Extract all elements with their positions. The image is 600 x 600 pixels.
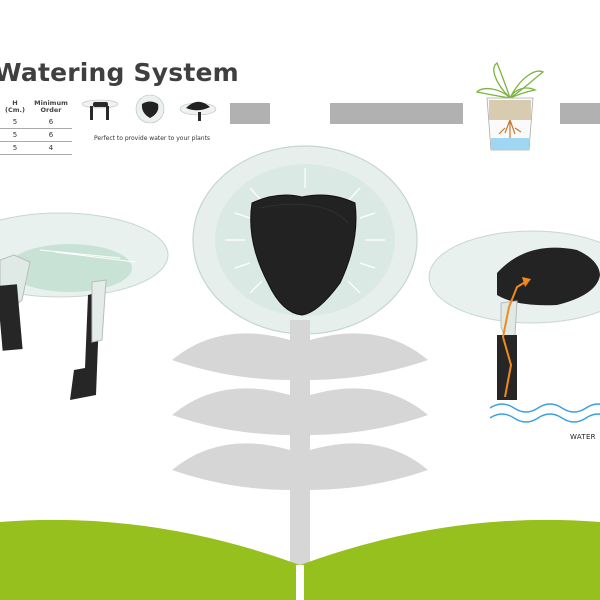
- cell-height: 5: [0, 128, 30, 142]
- cell-minimum-order: 6: [30, 128, 72, 142]
- column-header-height: H (Cm.): [5, 99, 25, 114]
- spec-table-header: H (Cm.) Minimum Order: [0, 100, 72, 116]
- disc-top-icon: [135, 94, 165, 124]
- column-header-minimum-order: Minimum Order: [34, 99, 68, 114]
- leaf-motif: [172, 320, 428, 580]
- table-row: 5 4: [0, 141, 72, 155]
- spec-table: H (Cm.) Minimum Order 5 6 5 6 5 4: [0, 100, 72, 155]
- watering-disc-side-right: [428, 230, 600, 400]
- disc-side-icon: [81, 99, 119, 120]
- cell-minimum-order: 4: [30, 141, 72, 155]
- potted-plant-icon: [475, 61, 545, 151]
- green-base: [0, 519, 600, 600]
- water-label: WATER: [570, 433, 596, 441]
- watering-disc-side-left: [0, 212, 169, 400]
- divider-bar: [560, 103, 600, 124]
- cell-minimum-order: 6: [30, 116, 72, 129]
- table-row: 5 6: [0, 128, 72, 142]
- cell-height: 5: [0, 141, 30, 155]
- page-title: Watering System: [0, 58, 239, 87]
- tagline: Perfect to provide water to your plants: [94, 135, 211, 142]
- water-waves-icon: [490, 403, 600, 423]
- table-row: 5 6: [0, 116, 72, 129]
- divider-bar: [230, 103, 270, 124]
- cell-height: 5: [0, 116, 30, 129]
- divider-bar: [330, 103, 463, 124]
- disc-felt-icon: [179, 101, 217, 121]
- watering-disc-top-view: [192, 145, 418, 335]
